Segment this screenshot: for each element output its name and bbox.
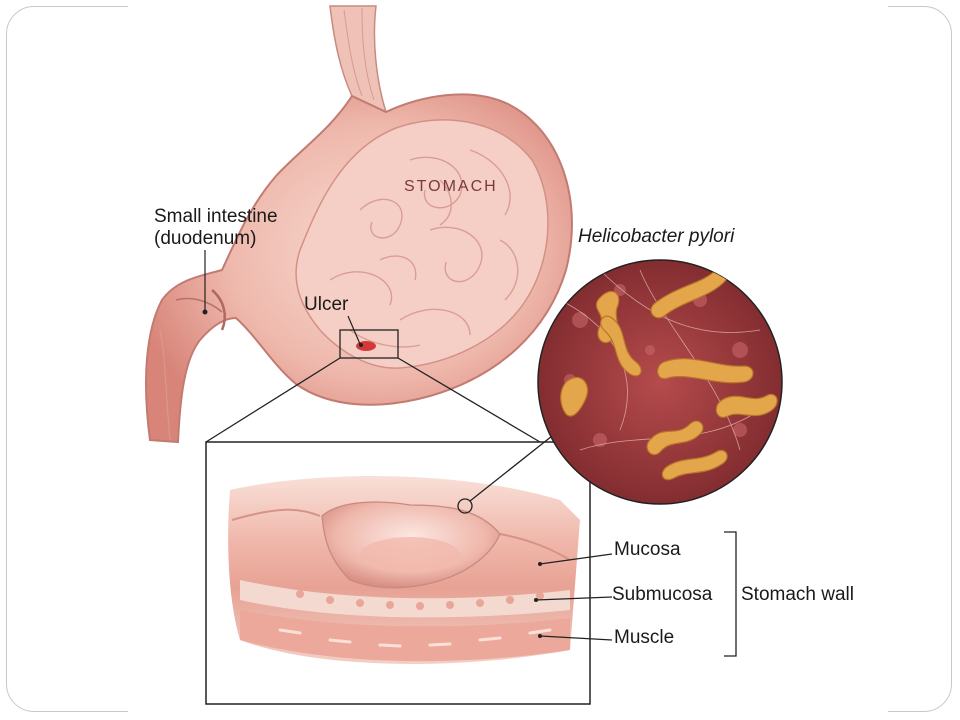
stomach-wall-cross-section: [205, 435, 591, 705]
ulcer-highlight-box: [339, 329, 399, 359]
stomach-wall-label: Stomach wall: [741, 584, 854, 605]
mucosa-label: Mucosa: [614, 539, 681, 560]
h-pylori-label: Helicobacter pylori: [578, 226, 735, 247]
small-intestine-label-line2: (duodenum): [154, 228, 257, 249]
frame-gap-bottom: [128, 710, 888, 718]
magnify-point: [457, 498, 473, 514]
muscle-label: Muscle: [614, 627, 675, 648]
stomach-wall-bracket: [724, 531, 737, 657]
stomach: [145, 93, 573, 444]
small-intestine-label: Small intestine (duodenum): [154, 206, 278, 250]
small-intestine-label-line1: Small intestine: [154, 206, 278, 227]
stomach-label: STOMACH: [404, 178, 498, 195]
esophagus: [329, 5, 388, 114]
zoom-line-left: [205, 357, 341, 443]
submucosa-label: Submucosa: [612, 584, 713, 605]
zoom-line-right: [397, 357, 541, 443]
bacteria-magnified-view: [537, 259, 783, 505]
layer-pointers: [535, 553, 613, 641]
ulcer-pointer: [347, 315, 361, 345]
frame-gap-top: [128, 2, 888, 10]
ulcer-label: Ulcer: [304, 294, 349, 315]
